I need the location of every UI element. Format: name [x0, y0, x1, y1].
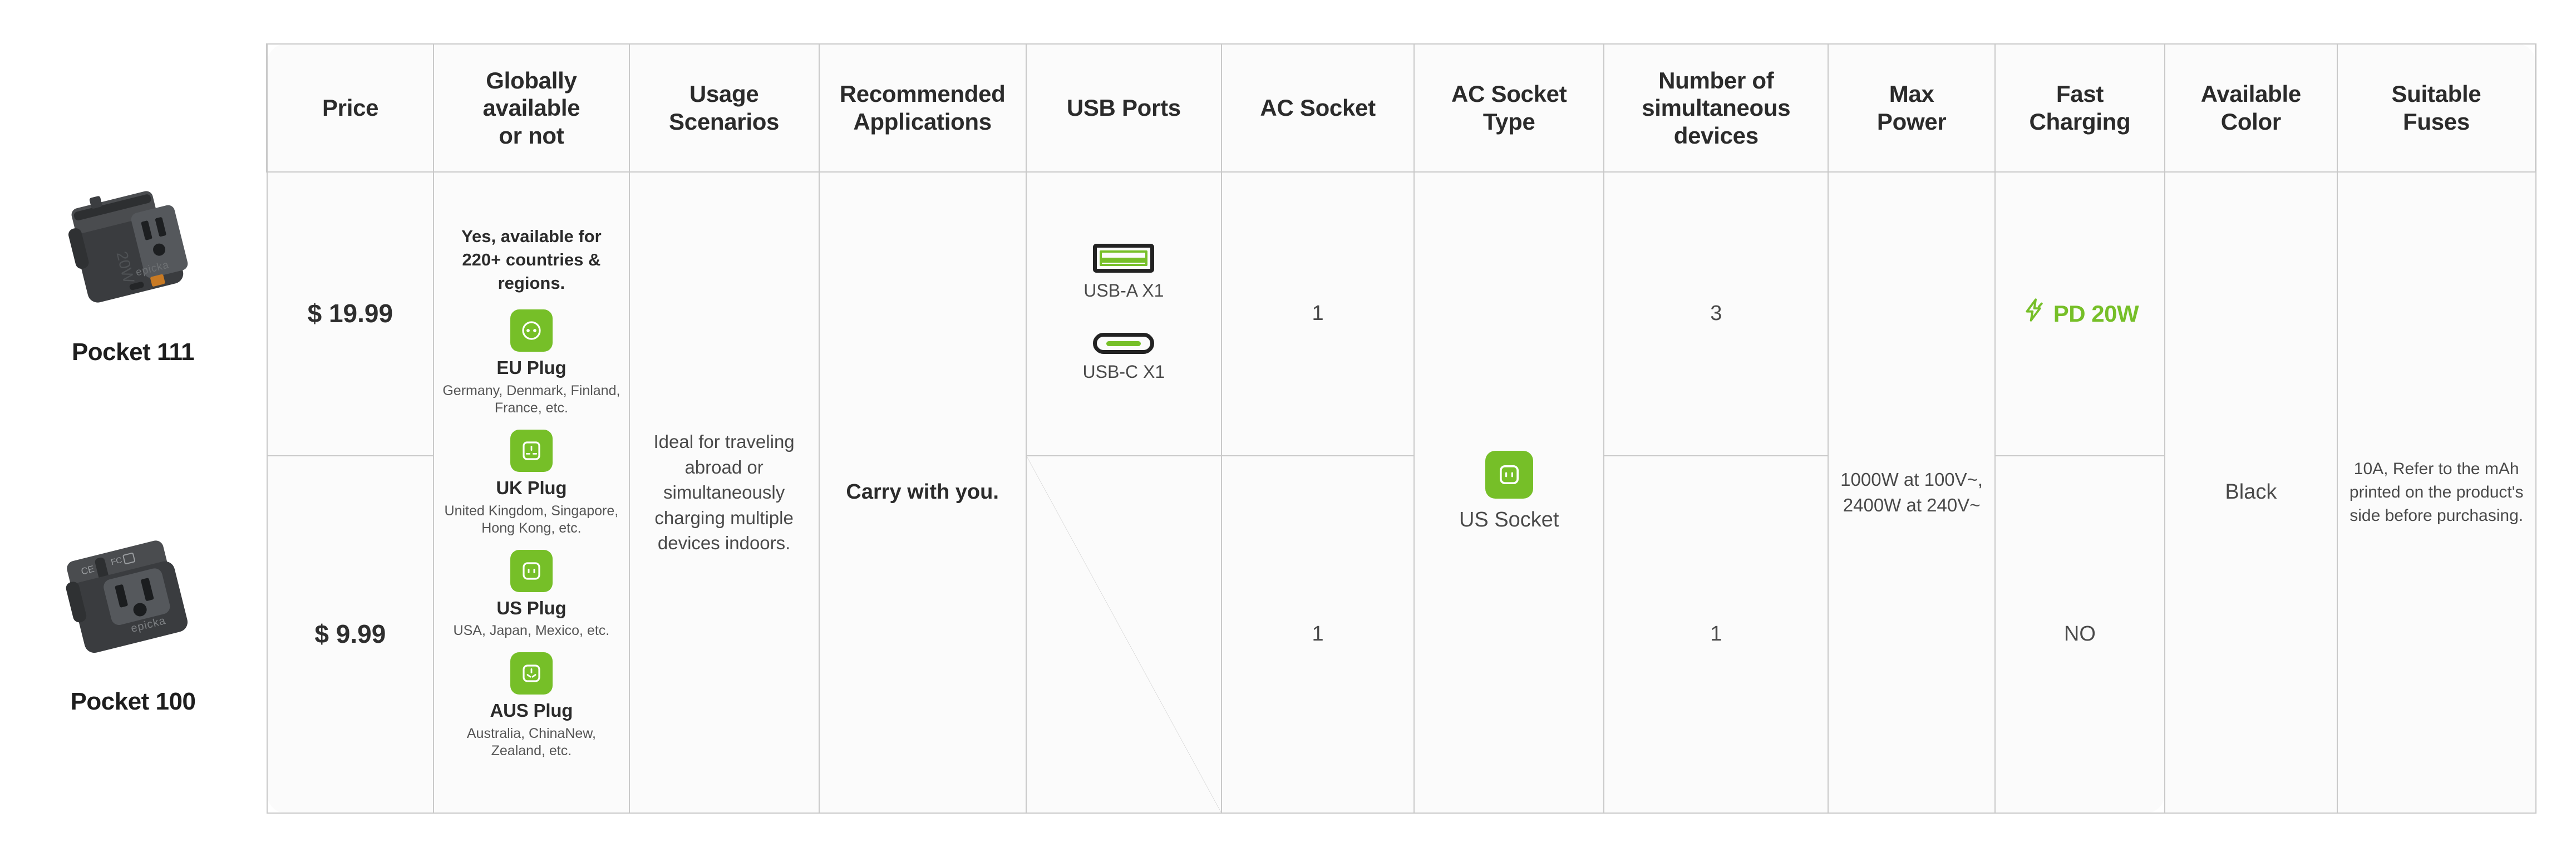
product-name: Pocket 111 [71, 338, 195, 366]
usb-port-label: USB-A X1 [1083, 280, 1164, 301]
plug-item-us: US Plug USA, Japan, Mexico, etc. [440, 549, 623, 640]
svg-text:FC: FC [110, 555, 124, 567]
cell-available-color: Black [2164, 171, 2338, 814]
globally-available-headline: Yes, available for 220+ countries & regi… [461, 226, 602, 293]
us-plug-socket-icon [510, 549, 553, 592]
comparison-table-wrapper: Price Globally available or not Usage Sc… [266, 43, 2536, 814]
plug-regions: Germany, Denmark, Finland, France, etc. [442, 382, 620, 416]
cell-usage-scenarios: Ideal for traveling abroad or simultaneo… [628, 171, 820, 814]
plug-regions: United Kingdom, Singapore, Hong Kong, et… [444, 503, 619, 536]
uk-plug-socket-icon [510, 429, 553, 472]
adapter-image-pocket-100: CE FC epicka [50, 516, 216, 683]
cell-usb-ports-pocket-111: USB-A X1 USB-C X1 [1025, 171, 1223, 456]
cell-recommended-applications: Carry with you. [818, 171, 1027, 814]
cell-simultaneous-devices-pocket-111: 3 [1603, 171, 1829, 456]
table-header-row: Price Globally available or not Usage Sc… [266, 43, 2536, 173]
cell-max-power: 1000W at 100V~, 2400W at 240V~ [1828, 171, 1996, 814]
column-header-fast-charging: Fast Charging [1994, 43, 2165, 173]
column-header-usage-scenarios: Usage Scenarios [628, 43, 820, 173]
plug-item-eu: EU Plug Germany, Denmark, Finland, Franc… [440, 309, 623, 417]
column-header-simultaneous-devices: Number of simultaneous devices [1603, 43, 1829, 173]
plug-title: US Plug [496, 597, 567, 618]
usb-a-port-icon [1093, 244, 1155, 273]
lightning-bolt-icon [2021, 297, 2047, 330]
cell-price-pocket-111: $ 19.99 [266, 171, 435, 456]
cell-fast-charging-pocket-100: NO [1994, 455, 2165, 814]
table-row: $ 19.99 Yes, available for 220+ countrie… [266, 171, 2536, 814]
us-socket-icon [1485, 451, 1533, 499]
cell-ac-socket-pocket-111: 1 [1221, 171, 1415, 456]
cell-simultaneous-devices-pocket-100: 1 [1603, 455, 1829, 814]
column-header-ac-socket-type: AC Socket Type [1413, 43, 1605, 173]
plug-title: EU Plug [496, 357, 567, 378]
column-header-available-color: Available Color [2164, 43, 2338, 173]
usb-c-port-icon [1093, 333, 1155, 354]
usb-port-item-a: USB-A X1 [1032, 244, 1215, 303]
column-header-price: Price [266, 43, 435, 173]
usb-port-list: USB-A X1 USB-C X1 [1032, 242, 1215, 386]
ac-socket-type-label: US Socket [1459, 508, 1559, 532]
product-name: Pocket 100 [70, 688, 196, 715]
cell-fast-charging-pocket-111: PD 20W [1994, 171, 2165, 456]
plug-regions: Australia, ChinaNew, Zealand, etc. [466, 725, 596, 759]
plug-title: AUS Plug [490, 700, 573, 721]
column-header-suitable-fuses: Suitable Fuses [2336, 43, 2536, 173]
comparison-table: Price Globally available or not Usage Sc… [266, 43, 2536, 814]
product-card-pocket-111: 20W epicka Pocket 111 [0, 167, 266, 445]
usb-port-item-c: USB-C X1 [1032, 333, 1215, 384]
table-row: $ 9.99 1 1 NO [266, 455, 2536, 814]
plug-regions: USA, Japan, Mexico, etc. [453, 623, 610, 639]
cell-ac-socket-pocket-100: 1 [1221, 455, 1415, 814]
column-header-usb-ports: USB Ports [1025, 43, 1223, 173]
product-rail: 20W epicka Pocket 111 [0, 167, 266, 807]
column-header-ac-socket: AC Socket [1221, 43, 1415, 173]
cell-usb-ports-pocket-100 [1025, 455, 1223, 814]
eu-plug-socket-icon [510, 309, 553, 352]
aus-plug-socket-icon [510, 652, 553, 695]
cell-suitable-fuses: 10A, Refer to the mAh printed on the pro… [2336, 171, 2536, 814]
column-header-globally-available: Globally available or not [433, 43, 630, 173]
plug-item-uk: UK Plug United Kingdom, Singapore, Hong … [440, 429, 623, 538]
plug-item-aus: AUS Plug Australia, ChinaNew, Zealand, e… [440, 652, 623, 760]
product-card-pocket-100: CE FC epicka Pocket 100 [0, 516, 266, 795]
column-header-max-power: Max Power [1828, 43, 1996, 173]
fast-charging-value: PD 20W [2053, 300, 2139, 327]
cell-globally-available: Yes, available for 220+ countries & regi… [433, 171, 630, 814]
cell-ac-socket-type: US Socket [1413, 171, 1605, 814]
diagonal-strike-icon [1027, 456, 1221, 813]
plug-title: UK Plug [496, 477, 567, 498]
cell-price-pocket-100: $ 9.99 [266, 455, 435, 814]
column-header-recommended-applications: Recommended Applications [818, 43, 1027, 173]
adapter-image-pocket-111: 20W epicka [50, 167, 216, 334]
usb-port-label: USB-C X1 [1082, 362, 1165, 382]
